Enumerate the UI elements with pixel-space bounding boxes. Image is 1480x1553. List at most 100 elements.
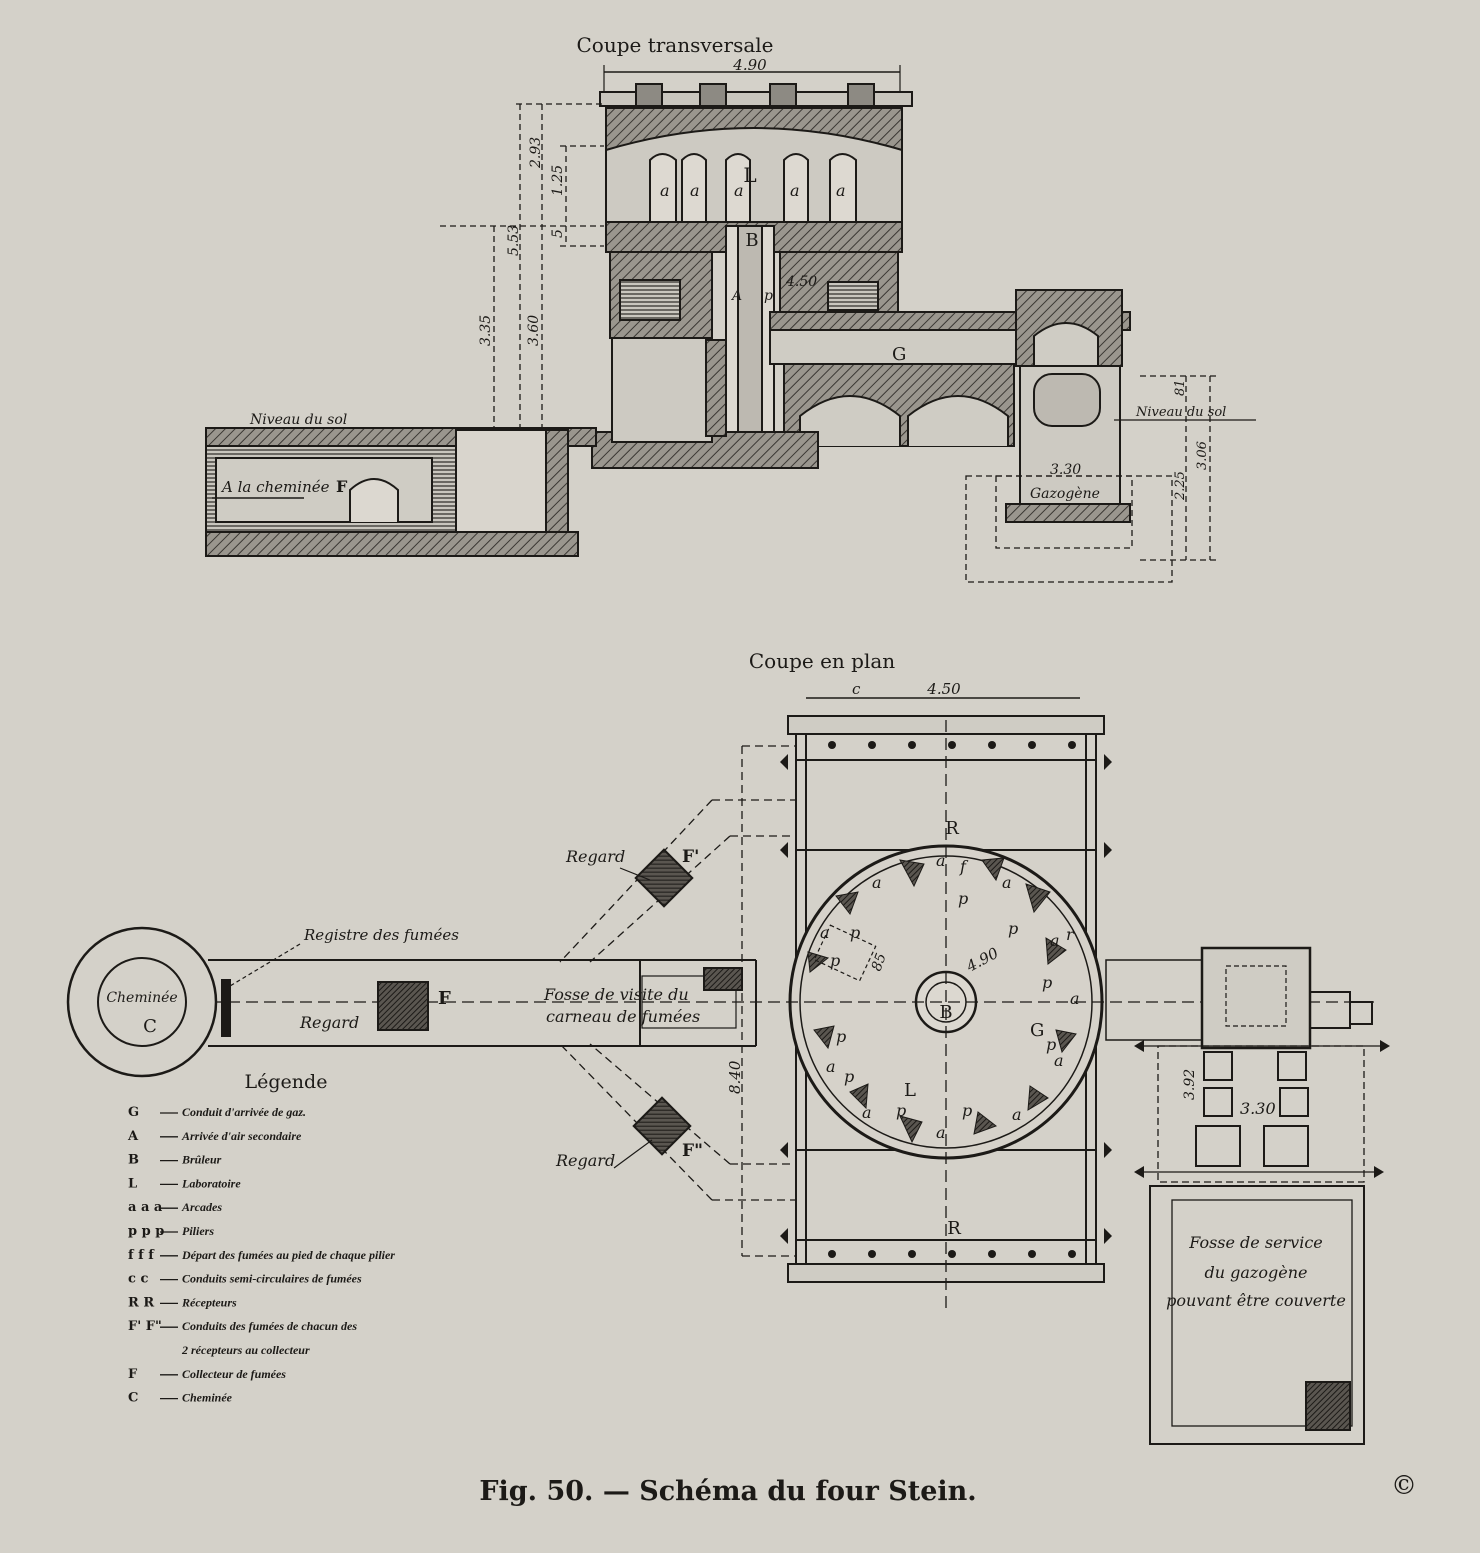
legend-key: B	[128, 1153, 139, 1168]
label-B: B	[745, 230, 758, 251]
cross-section: Coupe transversale 4.90 L a a a a a	[205, 33, 1256, 583]
label-regard-1: Regard	[565, 847, 625, 866]
label-fosse-visite-1: Fosse de visite du	[543, 985, 689, 1004]
dim-330-plan: 3.30	[1240, 1099, 1276, 1118]
label-p-plan-3: p	[1042, 973, 1052, 992]
dim-450-inner: 4.50	[785, 274, 817, 290]
plan-title: Coupe en plan	[749, 649, 895, 673]
label-fosse-service-1: Fosse de service	[1188, 1233, 1323, 1252]
label-p-plan-8: p	[836, 1027, 846, 1046]
legend-text: Collecteur de fumées	[182, 1367, 286, 1381]
label-a2: a	[690, 181, 700, 200]
arcades	[649, 153, 857, 222]
label-F2: F"	[682, 1141, 703, 1161]
legend-text: Cheminée	[182, 1391, 233, 1405]
label-fosse-visite-2: carneau de fumées	[546, 1007, 700, 1026]
legend-text: Laboratoire	[181, 1176, 241, 1190]
label-p-plan-7: p	[844, 1067, 854, 1086]
label-F1: F'	[682, 847, 699, 867]
label-p-plan-1: p	[958, 889, 968, 908]
label-a-plan-2: a	[1002, 873, 1012, 892]
dim-5: 5	[550, 229, 566, 238]
label-a-plan-5: a	[1054, 1051, 1064, 1070]
dim-81: 81	[1173, 379, 1188, 396]
label-regard-2: Regard	[555, 1151, 615, 1170]
dim-490-top: 4.90	[732, 56, 767, 74]
label-a-plan-3: a	[1050, 931, 1060, 950]
label-a3: a	[734, 181, 744, 200]
label-registre: Registre des fumées	[303, 926, 459, 944]
label-a-la-cheminee: A la cheminée	[220, 478, 330, 496]
label-p: p	[764, 288, 773, 304]
legend-key: F' F"	[128, 1319, 162, 1334]
label-p-plan-10: p	[830, 951, 840, 970]
label-a-plan-9: a	[826, 1057, 836, 1076]
dim-125: 1.25	[550, 165, 566, 196]
dim-306: 3.06	[1195, 441, 1210, 470]
legend-text: Conduits des fumées de chacun des	[182, 1319, 357, 1333]
label-L: L	[743, 163, 756, 187]
label-cheminee-plan: Cheminée	[106, 990, 177, 1006]
figure-caption: Fig. 50. — Schéma du four Stein.	[479, 1476, 976, 1507]
label-r-plan: r	[1066, 925, 1075, 944]
dim-392: 3.92	[1182, 1069, 1198, 1100]
label-a-plan-8: a	[862, 1103, 872, 1122]
legend-text: 2 récepteurs au collecteur	[181, 1343, 310, 1357]
legend-key: c c	[128, 1272, 148, 1287]
section-title: Coupe transversale	[576, 33, 773, 57]
legend-text: Brûleur	[181, 1153, 222, 1167]
legend-text: Piliers	[182, 1224, 214, 1238]
legend-key: G	[128, 1105, 139, 1120]
label-niveau-droite: Niveau du sol	[1135, 405, 1226, 420]
label-p-plan-6: p	[896, 1101, 906, 1120]
dim-293: 2.93	[528, 137, 544, 169]
dim-330-gaz: 3.30	[1050, 462, 1081, 478]
legend-key: F	[128, 1367, 138, 1382]
copyright-mark: ©	[1391, 1471, 1417, 1501]
dim-85: 85	[869, 951, 890, 973]
label-niveau-gauche: Niveau du sol	[249, 412, 347, 428]
legend-key: p p p	[128, 1224, 164, 1239]
label-gazogene: Gazogène	[1030, 486, 1100, 502]
label-f-plan-1: f	[959, 857, 969, 876]
legend-title: Légende	[245, 1071, 328, 1093]
label-R-top: R	[945, 818, 959, 839]
legend-text: Arrivée d'air secondaire	[181, 1129, 302, 1143]
dim-225: 2.25	[1173, 471, 1188, 501]
label-a-plan-10: a	[820, 923, 830, 942]
label-L-plan: L	[904, 1080, 916, 1101]
legend-text: Arcades	[181, 1200, 222, 1214]
label-p-plan-5: p	[962, 1101, 972, 1120]
label-p-plan-2: p	[1008, 919, 1018, 938]
label-a1: a	[660, 181, 670, 200]
dim-450-plan: 4.50	[926, 680, 961, 698]
label-a-plan-1: a	[936, 851, 946, 870]
label-G: G	[892, 344, 906, 365]
label-a5: a	[836, 181, 846, 200]
legend-key: C	[128, 1391, 138, 1406]
label-G-plan: G	[1030, 1020, 1044, 1041]
label-R-bottom: R	[947, 1218, 961, 1239]
legend-key: R R	[128, 1295, 154, 1310]
plan-section: Coupe en plan c 4.50 B	[66, 649, 1390, 1445]
label-F-section: F	[336, 477, 348, 496]
label-fosse-service-2: du gazogène	[1205, 1263, 1308, 1282]
legend-key: f f f	[128, 1248, 155, 1263]
label-regard-3: Regard	[299, 1013, 359, 1032]
piliers	[807, 857, 1077, 1144]
label-A: A	[730, 288, 742, 304]
dim-360: 3.60	[526, 315, 542, 346]
legend-key: a a a	[128, 1200, 163, 1215]
label-p-plan-4: p	[1046, 1035, 1056, 1054]
dim-553: 5.53	[506, 225, 522, 256]
label-a-plan-4: a	[1070, 989, 1080, 1008]
dim-335: 3.35	[478, 315, 494, 346]
label-F-plan: F	[438, 988, 451, 1009]
label-c: c	[852, 680, 861, 698]
legend-key: A	[127, 1129, 139, 1144]
label-a4: a	[790, 181, 800, 200]
legend-text: Récepteurs	[181, 1295, 237, 1309]
